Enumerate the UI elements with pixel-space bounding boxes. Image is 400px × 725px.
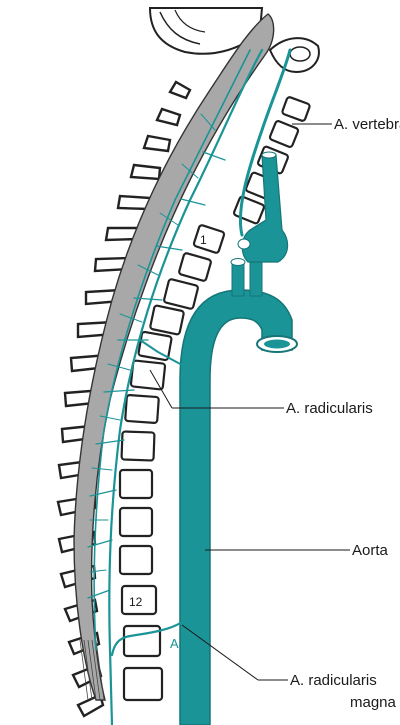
vertebra-label-1: 1 — [200, 233, 207, 247]
adamkiewicz-marker: A — [170, 636, 179, 651]
label-radicular-magna-line2: magna — [350, 694, 397, 711]
label-aorta: Aorta — [352, 542, 389, 559]
label-vertebral-artery: A. vertebralis — [334, 116, 400, 133]
vertebral-bodies — [120, 96, 310, 700]
label-radicular-artery: A. radicularis — [286, 400, 373, 417]
vertebra-label-12: 12 — [129, 595, 143, 609]
label-radicular-magna-line1: A. radicularis — [290, 672, 377, 689]
